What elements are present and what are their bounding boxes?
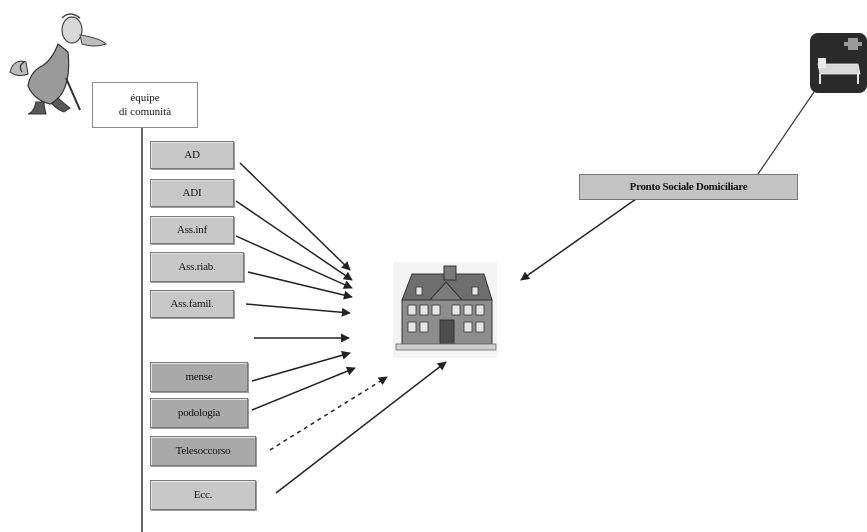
arrow-ecc xyxy=(275,361,447,494)
service-box-ass-famil: Ass.famil. xyxy=(150,290,234,318)
service-box-ass-inf: Ass.inf xyxy=(150,216,234,244)
service-box-ass-riab: Ass.riab. xyxy=(150,252,244,282)
arrow-mense xyxy=(251,350,351,382)
arrow-ass-riab xyxy=(247,271,353,300)
pronto-sociale-box: Pronto Sociale Domiciliare xyxy=(579,174,798,200)
arrow-ad xyxy=(239,162,351,271)
arrow-pronto xyxy=(520,198,637,281)
service-box-ad: AD xyxy=(150,141,234,169)
equipe-label-line1: équipe xyxy=(130,92,160,104)
service-box-ecc: Ecc. xyxy=(150,480,256,510)
bed-connector-line xyxy=(757,91,815,175)
house-icon xyxy=(393,262,497,358)
service-box-adi: ADI xyxy=(150,179,234,207)
arrow-telesoccorso xyxy=(269,376,388,451)
service-box-telesoccorso: Telesoccorso xyxy=(150,436,256,466)
service-box-mense: mense xyxy=(150,362,248,392)
hospital-bed-icon xyxy=(810,33,867,93)
elderly-person-icon xyxy=(9,13,107,115)
service-box-podologia: podologia xyxy=(150,398,248,428)
arrow-adi xyxy=(235,200,353,281)
arrow-ass-inf xyxy=(235,235,353,289)
arrow-ass-famil xyxy=(245,303,351,317)
arrow-podologia xyxy=(251,366,356,411)
equipe-label-line2: di comunità xyxy=(118,106,172,118)
equipe-box: équipe di comunità xyxy=(92,82,198,128)
